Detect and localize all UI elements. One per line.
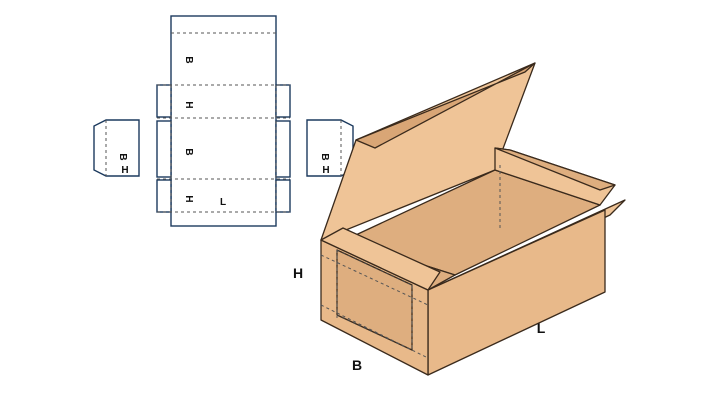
box-label-h: H	[293, 265, 303, 281]
back-flap-top	[494, 147, 616, 191]
box-3d	[320, 62, 626, 376]
label-h-lower: H	[183, 195, 194, 202]
right-flap-label-h: H	[322, 165, 329, 176]
right-flap-label-b: B	[319, 153, 330, 160]
flat-layout: B H B H L	[156, 15, 291, 227]
label-b-center: B	[183, 148, 194, 155]
left-flap-lower	[156, 179, 172, 213]
label-b-top: B	[183, 56, 194, 63]
left-flap-middle	[156, 120, 172, 178]
left-flap-upper	[156, 84, 172, 118]
box-label-l: L	[537, 320, 546, 336]
right-flap-upper	[275, 84, 291, 118]
label-h-upper: H	[183, 101, 194, 108]
left-flap-label-h: H	[121, 165, 128, 176]
left-flap-label-b: B	[117, 153, 128, 160]
front-rim	[320, 227, 441, 291]
left-end-flap: B H	[93, 119, 140, 177]
box-label-b: B	[352, 357, 362, 373]
right-flap-middle	[275, 120, 291, 178]
label-l: L	[220, 197, 226, 208]
lid-front-lip	[355, 62, 536, 149]
main-panel-strip	[170, 15, 277, 227]
right-flap-lower	[275, 179, 291, 213]
